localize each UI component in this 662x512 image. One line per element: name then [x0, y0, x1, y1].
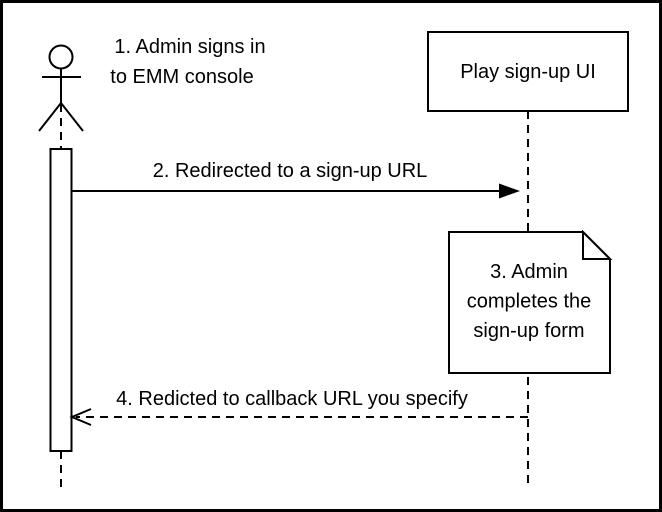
actor-left-leg	[38, 102, 62, 132]
actor-icon	[38, 44, 84, 132]
message-2-arrowhead-icon	[499, 183, 520, 199]
actor-head	[48, 44, 74, 70]
participant-label: Play sign-up UI	[460, 61, 596, 83]
note-label-line2: completes the	[467, 291, 592, 313]
actor-right-leg	[60, 102, 84, 132]
note-label-line3: sign-up form	[473, 320, 584, 342]
message-4-label: 4. Redicted to callback URL you specify	[116, 388, 468, 410]
message-arrow-2	[72, 183, 520, 199]
message-2-label: 2. Redirected to a sign-up URL	[153, 160, 428, 182]
note-label-line1: 3. Admin	[490, 261, 568, 283]
message-4-arrowhead-icon	[69, 408, 92, 426]
note-body	[448, 231, 611, 374]
note-shape: 3. Admin completes the sign-up form	[448, 229, 613, 374]
step1-label-line2: to EMM console	[110, 66, 253, 88]
note-folded-corner	[582, 229, 613, 260]
message-arrow-4	[69, 408, 528, 426]
step1-label-line1: 1. Admin signs in	[114, 36, 265, 58]
activation-bar	[49, 148, 73, 452]
